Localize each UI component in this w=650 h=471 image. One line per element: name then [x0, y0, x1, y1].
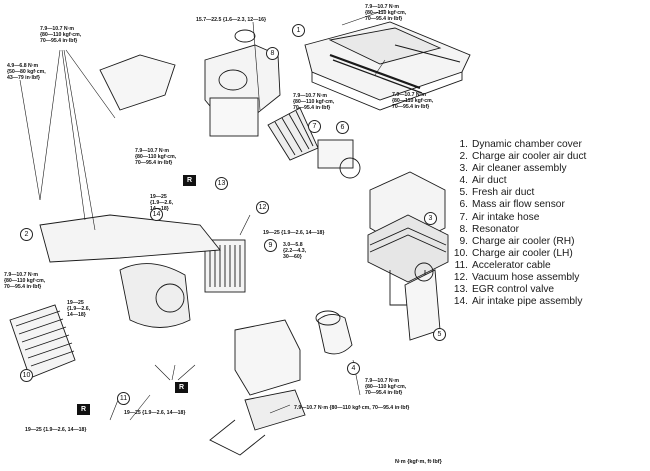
legend-item: 13.EGR control valve	[453, 284, 555, 296]
callout-11: 11	[117, 392, 130, 405]
callout-5: 5	[433, 328, 446, 341]
callout-13: 13	[215, 177, 228, 190]
legend-item: 12.Vacuum hose assembly	[453, 272, 580, 284]
charge-air-cooler-lh-part	[9, 304, 76, 379]
torque-spec: 7.9—10.7 N·m {80—110 kgf·cm, 70—95.4 in·…	[365, 4, 407, 22]
legend-item: 11.Accelerator cable	[454, 259, 551, 271]
callout-9: 9	[264, 239, 277, 252]
torque-spec: 19—25 {1.9—2.6, 14—18}	[67, 300, 91, 318]
units-note: N·m {kgf·m, ft·lbf}	[395, 459, 442, 465]
legend-item: 8.Resonator	[459, 223, 520, 235]
battery-tray-part	[209, 319, 306, 456]
torque-spec: 19—25 {1.9—2.6, 14—18}	[25, 427, 87, 433]
torque-spec: 19—25 {1.9—2.6, 14—18}	[150, 194, 174, 212]
torque-spec: 7.9—10.7 N·m {80—110 kgf·cm, 70—95.4 in·…	[40, 26, 82, 44]
charge-air-cooler-air-duct-part	[99, 54, 176, 111]
torque-spec: 7.9—10.7 N·m {80—110 kgf·cm, 70—95.4 in·…	[135, 148, 177, 166]
torque-spec: 19—25 {1.9—2.6, 14—18}	[263, 230, 325, 236]
callout-8: 8	[266, 47, 279, 60]
legend-item: 14.Air intake pipe assembly	[453, 296, 583, 308]
legend-item: 1.Dynamic chamber cover	[459, 139, 582, 150]
legend-item: 7.Air intake hose	[459, 211, 540, 223]
callout-12: 12	[256, 201, 269, 214]
leader-lines	[19, 9, 386, 421]
torque-spec: 4.9—6.8 N·m {50—80 kgf·cm, 43—79 in·lbf}	[7, 63, 46, 81]
legend-item: 3.Air cleaner assembly	[459, 163, 567, 175]
legend-item: 10.Charge air cooler (LH)	[453, 247, 573, 259]
torque-spec: 7.9—10.7 N·m {80—110 kgf·cm, 70—95.4 in·…	[294, 405, 410, 411]
legend-item: 2.Charge air cooler air duct	[459, 151, 587, 163]
callout-6: 6	[336, 121, 349, 134]
mass-air-flow-sensor-part	[317, 139, 361, 179]
air-duct-part	[315, 310, 353, 355]
torque-spec: 7.9—10.7 N·m {80—110 kgf·cm, 70—95.4 in·…	[365, 378, 407, 396]
parts-legend: 1.Dynamic chamber cover 2.Charge air coo…	[452, 139, 587, 308]
callout-7: 7	[308, 120, 321, 133]
replace-marker: R	[175, 382, 188, 393]
air-cleaner-assembly-part	[367, 171, 449, 306]
torque-spec: 15.7—22.5 {1.6—2.3, 12—16}	[196, 17, 267, 23]
torque-spec: 7.9—10.7 N·m {80—110 kgf·cm, 70—95.4 in·…	[392, 92, 434, 110]
callout-2: 2	[20, 228, 33, 241]
legend-item: 9.Charge air cooler (RH)	[459, 235, 575, 247]
callout-3: 3	[424, 212, 437, 225]
callout-10: 10	[20, 369, 33, 382]
air-intake-hose-part	[267, 107, 319, 161]
callout-1: 1	[292, 24, 305, 37]
replace-marker: R	[77, 404, 90, 415]
dynamic-chamber-cover-part	[304, 21, 471, 111]
legend-item: 5.Fresh air duct	[459, 187, 535, 199]
legend-item: 4.Air duct	[459, 175, 507, 187]
torque-spec: 19—25 {1.9—2.6, 14—18}	[124, 410, 186, 416]
torque-spec: 7.9—10.7 N·m {80—110 kgf·cm, 70—95.4 in·…	[293, 93, 335, 111]
callout-4: 4	[347, 362, 360, 375]
air-intake-pipe-assembly-part	[39, 214, 221, 328]
replace-marker: R	[183, 175, 196, 186]
legend-item: 6.Mass air flow sensor	[459, 199, 565, 211]
torque-spec: 3.0—5.8 {2.2—4.3, 30—60}	[283, 242, 307, 260]
torque-spec: 7.9—10.7 N·m {80—110 kgf·cm, 70—95.4 in·…	[4, 272, 46, 290]
callout-14: 14	[150, 208, 163, 221]
resonator-part	[204, 29, 281, 137]
